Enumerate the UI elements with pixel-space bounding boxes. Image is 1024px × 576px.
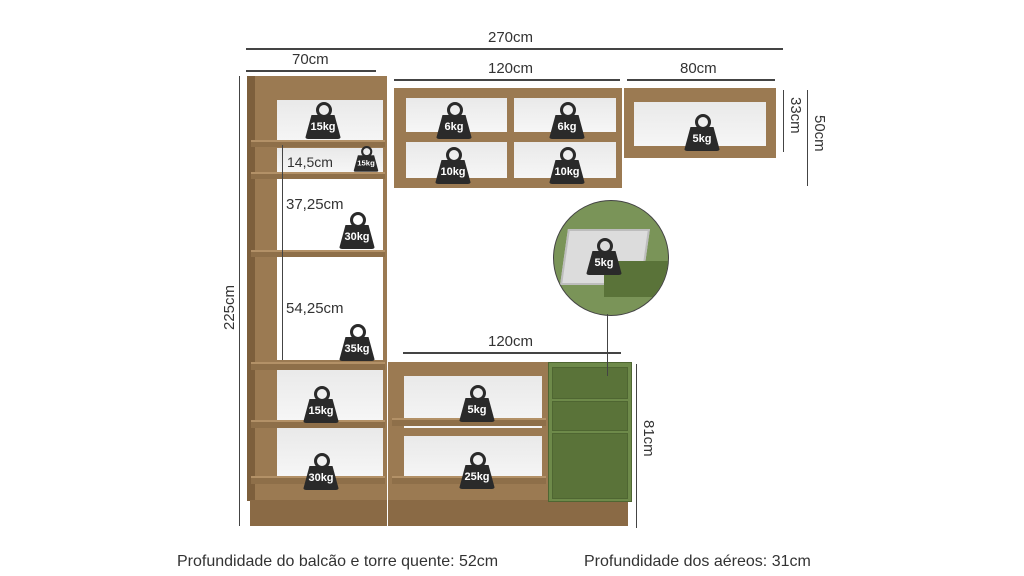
total-height-line	[239, 76, 240, 526]
base-height-label: 81cm	[640, 420, 657, 457]
total-width-label: 270cm	[488, 29, 534, 46]
weight-icon: 5kg	[682, 114, 722, 154]
tower-left-side	[247, 76, 255, 501]
tower-shelf-2	[251, 172, 385, 179]
weight-icon: 30kg	[301, 453, 341, 493]
base-width-label: 120cm	[488, 333, 534, 350]
total-width-line	[246, 48, 783, 50]
upper-right-inner-height-line	[783, 90, 784, 152]
upper-right-outer-height-line	[807, 90, 808, 186]
weight-icon: 10kg	[547, 147, 587, 187]
upper-right-width-line	[627, 79, 775, 81]
tower-shelf-3	[251, 250, 385, 257]
weight-icon: 15kg	[301, 386, 341, 426]
drawer-detail-pointer	[607, 314, 608, 376]
base-width-line	[403, 352, 621, 354]
weight-icon: 10kg	[433, 147, 473, 187]
upper-right-width-label: 80cm	[680, 60, 717, 77]
drawer-door	[552, 433, 628, 499]
weight-icon: 6kg	[547, 102, 587, 142]
weight-icon: 15kg	[352, 146, 380, 174]
weight-icon: 6kg	[434, 102, 474, 142]
tower-shelf-1	[251, 140, 385, 147]
weight-icon: 15kg	[303, 102, 343, 142]
base-height-line	[636, 364, 637, 528]
weight-icon: 5kg	[584, 238, 624, 278]
upper-middle-width-label: 120cm	[488, 60, 534, 77]
weight-icon: 35kg	[337, 324, 377, 364]
tower-plinth	[250, 500, 387, 526]
upper-middle-cabinet	[394, 88, 622, 188]
weight-icon: 30kg	[337, 212, 377, 252]
tower-gap-small-label: 14,5cm	[287, 154, 333, 170]
drawer-detail-circle	[553, 200, 669, 316]
drawer-unit	[548, 362, 632, 502]
tower-gap-medium-label: 37,25cm	[286, 196, 344, 213]
upper-right-outer-height-label: 50cm	[811, 115, 828, 152]
drawer-1	[552, 367, 628, 399]
tower-width-label: 70cm	[292, 51, 329, 68]
tower-width-line	[246, 70, 376, 72]
upper-middle-width-line	[394, 79, 620, 81]
drawer-2	[552, 401, 628, 431]
base-plinth	[388, 500, 628, 526]
weight-icon: 5kg	[457, 385, 497, 425]
counter-depth-caption: Profundidade do balcão e torre quente: 5…	[177, 553, 499, 570]
tower-gap-large-label: 54,25cm	[286, 300, 344, 317]
upper-depth-caption: Profundidade dos aéreos: 31cm	[584, 553, 811, 570]
upper-right-inner-height-label: 33cm	[787, 97, 804, 134]
weight-icon: 25kg	[457, 452, 497, 492]
tower-height-internal-line	[282, 145, 283, 360]
total-height-label: 225cm	[221, 284, 238, 330]
tower-shelf-4	[251, 362, 385, 370]
